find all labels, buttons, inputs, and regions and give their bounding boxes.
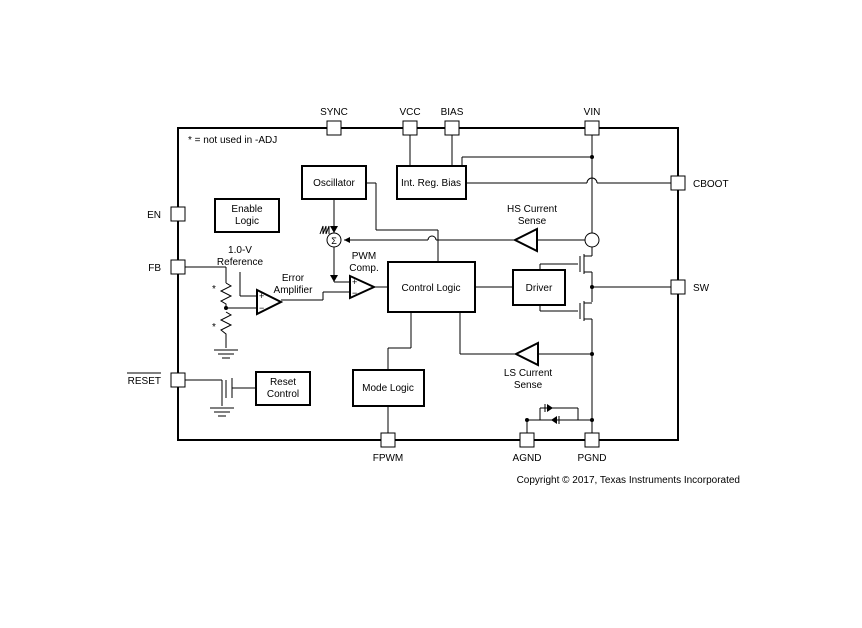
error-amp-label-line2: Amplifier — [274, 285, 314, 296]
svg-text:Oscillator: Oscillator — [313, 178, 355, 189]
pwm-comparator — [349, 274, 377, 300]
reset-control-block: Reset Control — [255, 371, 311, 406]
pin-fb — [170, 259, 186, 275]
svg-text:Control: Control — [267, 389, 299, 400]
driver-block: Driver — [512, 269, 566, 306]
pins: SYNC VCC BIAS VIN EN FB RESET CBOOT SW F… — [127, 107, 729, 464]
control-logic-block: Control Logic — [387, 261, 476, 313]
pin-cboot — [670, 175, 686, 191]
pwm-comp-label-line1: PWM — [352, 251, 376, 262]
pin-vcc-label: VCC — [399, 107, 420, 118]
pin-sync — [326, 120, 342, 136]
pin-sw-label: SW — [693, 283, 710, 294]
copyright-notice: Copyright © 2017, Texas Instruments Inco… — [517, 475, 740, 486]
svg-text:Enable: Enable — [231, 204, 263, 215]
pwm-comp-minus: − — [352, 288, 357, 298]
ls-sense-label-line1: LS Current — [504, 368, 553, 379]
pin-sync-label: SYNC — [320, 107, 348, 118]
ls-sense-label-line2: Sense — [514, 380, 543, 391]
error-amplifier — [256, 288, 284, 316]
enable-logic-block: Enable Logic — [214, 198, 280, 233]
hs-sense-node — [584, 232, 600, 248]
pin-vin — [584, 120, 600, 136]
arrowheads — [330, 226, 350, 282]
pin-fpwm — [380, 432, 396, 448]
pin-bias — [444, 120, 460, 136]
pin-en — [170, 206, 186, 222]
pin-reset-label: RESET — [128, 376, 161, 387]
pin-fb-label: FB — [148, 263, 161, 274]
int-reg-bias-block: Int. Reg. Bias — [396, 165, 467, 200]
pin-agnd — [519, 432, 535, 448]
error-amp-plus: + — [259, 291, 264, 301]
mode-logic-block: Mode Logic — [352, 369, 425, 407]
pin-vcc — [402, 120, 418, 136]
pin-en-label: EN — [147, 210, 161, 221]
pwm-comp-label-line2: Comp. — [349, 263, 378, 274]
error-amp-label-line1: Error — [282, 273, 305, 284]
pin-cboot-label: CBOOT — [693, 179, 729, 190]
hs-current-sense-amp — [512, 227, 538, 253]
svg-text:Reset: Reset — [270, 377, 296, 388]
reference-label-line2: Reference — [217, 257, 264, 268]
pin-sw — [670, 279, 686, 295]
pin-bias-label: BIAS — [441, 107, 464, 118]
wiring — [185, 135, 671, 433]
svg-text:Logic: Logic — [235, 216, 259, 227]
svg-text:Driver: Driver — [526, 283, 553, 294]
reference-label-line1: 1.0-V — [228, 245, 252, 256]
summing-node — [326, 232, 342, 248]
pwm-comp-plus: + — [352, 277, 357, 287]
adj-note: * = not used in -ADJ — [188, 135, 277, 146]
pin-agnd-label: AGND — [513, 453, 542, 464]
pin-pgnd — [584, 432, 600, 448]
pin-vin-label: VIN — [584, 107, 601, 118]
error-amp-minus: − — [259, 303, 264, 313]
resistor-star-bottom: * — [212, 322, 216, 333]
pin-reset — [170, 372, 186, 388]
svg-text:Mode Logic: Mode Logic — [362, 383, 414, 394]
ls-current-sense-amp — [513, 341, 539, 367]
svg-text:Int. Reg. Bias: Int. Reg. Bias — [401, 178, 461, 189]
hs-sense-label-line2: Sense — [518, 216, 547, 227]
hs-sense-label-line1: HS Current — [507, 204, 557, 215]
sigma-symbol: Σ — [331, 236, 337, 246]
resistor-star-top: * — [212, 284, 216, 295]
svg-text:Control Logic: Control Logic — [402, 283, 461, 294]
oscillator-block: Oscillator — [301, 165, 367, 200]
pin-fpwm-label: FPWM — [373, 453, 404, 464]
pin-pgnd-label: PGND — [578, 453, 607, 464]
